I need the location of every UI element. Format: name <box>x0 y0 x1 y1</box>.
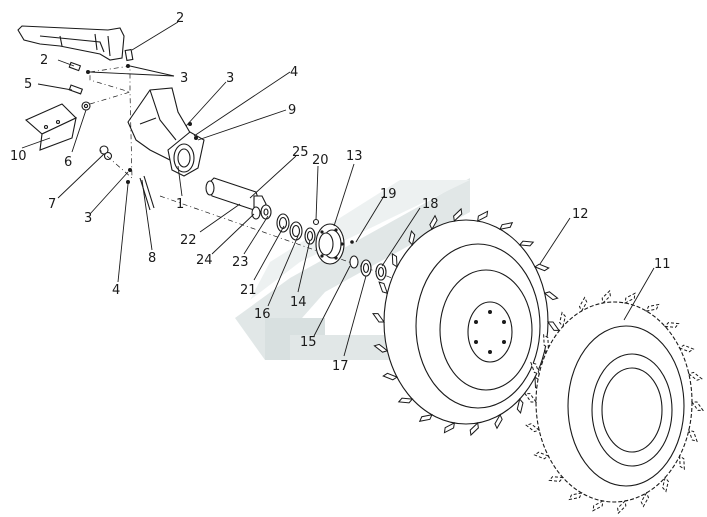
tread-lug <box>679 455 685 471</box>
callout-22: 22 <box>180 233 197 248</box>
callout-20: 20 <box>312 153 329 168</box>
tread-lug <box>687 371 703 381</box>
tread-lug <box>494 413 503 430</box>
mount-axis-lower <box>89 91 133 179</box>
tread-lug <box>559 311 566 328</box>
tread-lug <box>533 451 550 460</box>
angle-bracket <box>24 103 77 151</box>
tread-lug <box>391 252 398 268</box>
callout-25: 25 <box>292 145 309 160</box>
callout-3a: 3 <box>180 71 188 86</box>
tread-lug <box>601 289 611 305</box>
mount-axis <box>89 65 131 93</box>
tread-lug <box>524 393 537 403</box>
callout-4a: 4 <box>290 65 298 80</box>
callout-9: 9 <box>288 103 296 118</box>
tread-lug <box>543 333 549 349</box>
callout-17: 17 <box>332 359 349 374</box>
callout-13: 13 <box>346 149 363 164</box>
assembly-axis <box>159 195 471 311</box>
tread-lug <box>662 476 669 493</box>
callout-23: 23 <box>232 255 249 270</box>
callout-8: 8 <box>148 251 156 266</box>
callout-18: 18 <box>422 197 439 212</box>
tread-lug <box>530 361 540 375</box>
callout-12: 12 <box>572 207 589 222</box>
callout-2a: 2 <box>176 11 184 26</box>
tread-lug <box>378 281 389 295</box>
hanger-bracket <box>127 87 205 177</box>
tread-lug <box>382 372 399 381</box>
callout-3b: 3 <box>226 71 234 86</box>
tread-lug <box>691 401 704 411</box>
tread-lug <box>664 322 680 328</box>
tread-lug <box>678 344 695 353</box>
tread-lug <box>624 292 636 304</box>
tread-lug <box>443 422 455 434</box>
callout-24: 24 <box>196 253 213 268</box>
callout-19: 19 <box>380 187 397 202</box>
tread-lug <box>453 207 463 223</box>
tread-lug <box>617 499 627 515</box>
tread-lug <box>516 398 524 414</box>
front-tire <box>372 207 560 437</box>
tread-lug <box>578 296 588 313</box>
tread-lug <box>525 423 541 433</box>
callout-6: 6 <box>64 155 72 170</box>
callout-15: 15 <box>300 335 317 350</box>
tread-lug <box>429 214 438 231</box>
tread-lug <box>533 263 550 272</box>
tread-lug <box>373 343 389 353</box>
tread-lug <box>408 230 416 246</box>
tread-lug <box>372 313 385 323</box>
callout-3c: 3 <box>84 211 92 226</box>
spindle-axle <box>205 177 267 213</box>
callout-5: 5 <box>24 77 32 92</box>
tread-lug <box>548 476 564 482</box>
tread-lug <box>418 414 433 422</box>
tread-lug <box>518 240 535 247</box>
front-tire-treads <box>372 207 560 437</box>
callout-10: 10 <box>10 149 27 164</box>
callout-11: 11 <box>654 257 671 272</box>
tread-lug <box>645 303 660 312</box>
leader-lines <box>21 21 655 357</box>
tread-lug <box>477 210 489 222</box>
callout-7: 7 <box>48 197 56 212</box>
frame-fragment <box>17 25 125 61</box>
tread-lug <box>592 500 604 512</box>
callout-14: 14 <box>290 295 307 310</box>
callout-1: 1 <box>176 197 184 212</box>
rear-tire <box>524 289 704 515</box>
tread-lug <box>397 397 414 404</box>
tread-lug <box>547 321 560 331</box>
rear-tire-treads <box>524 289 704 515</box>
callout-21: 21 <box>240 283 257 298</box>
tread-lug <box>499 222 514 230</box>
tread-lug <box>568 492 583 501</box>
wheel-hub <box>315 223 345 265</box>
callout-4b: 4 <box>112 283 120 298</box>
tread-lug <box>543 291 559 301</box>
bearing-set <box>251 204 316 245</box>
callout-16: 16 <box>254 307 271 322</box>
callout-2b: 2 <box>40 53 48 68</box>
tread-lug <box>688 429 698 443</box>
callout-labels: 2 2 3 3 3 4 4 5 6 7 8 9 10 1 25 20 13 19… <box>10 11 671 374</box>
tread-lug <box>469 421 479 437</box>
tread-lug <box>640 491 650 508</box>
